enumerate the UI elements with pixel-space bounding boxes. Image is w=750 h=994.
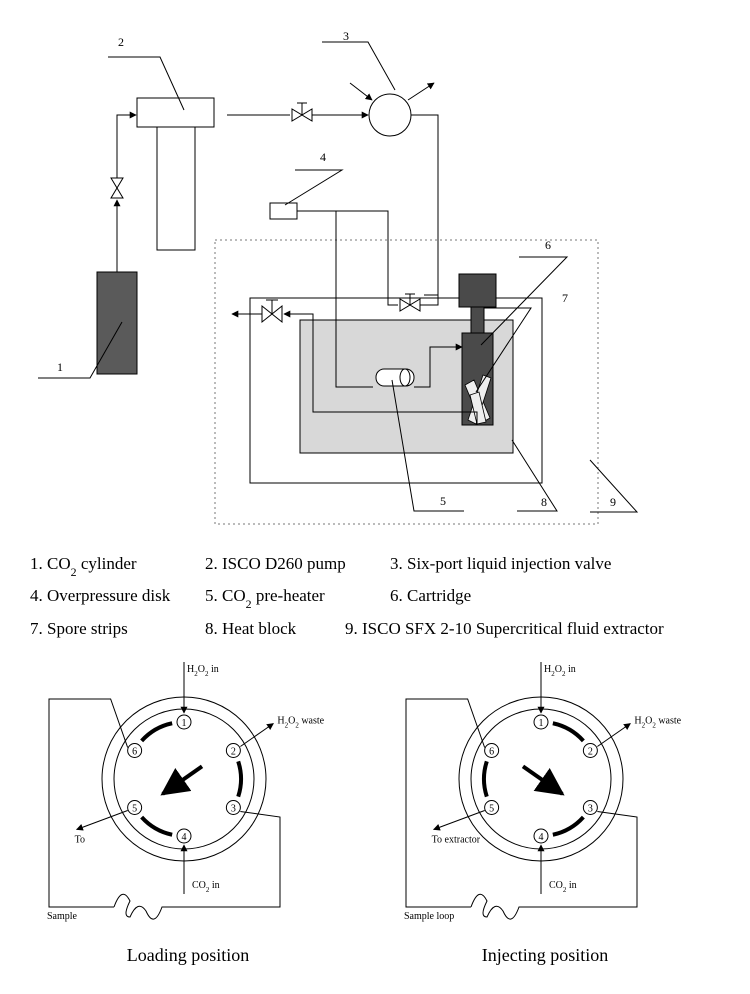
legend-item-8: 8. Heat block bbox=[205, 619, 297, 638]
sample-loop-line-left bbox=[48, 698, 129, 908]
port-2 bbox=[225, 743, 241, 758]
port-label-3: 3 bbox=[231, 804, 236, 815]
extractor-enclosure bbox=[214, 239, 599, 525]
legend-item-5: 5. CO2 pre-heater bbox=[205, 586, 325, 611]
sample-label: Sample bbox=[47, 911, 78, 922]
co2-cylinder bbox=[96, 271, 138, 375]
legend-item-3: 3. Six-port liquid injection valve bbox=[390, 554, 611, 573]
port-label-1: 1 bbox=[539, 718, 544, 729]
cylinder-valve-icon bbox=[110, 177, 124, 199]
h2o2-waste-line bbox=[597, 723, 631, 747]
callout-7: 7 bbox=[562, 291, 568, 305]
callout-8: 8 bbox=[541, 495, 547, 509]
h2o2-waste-line bbox=[240, 723, 274, 747]
legend-item-9: 9. ISCO SFX 2-10 Supercritical fluid ext… bbox=[345, 619, 664, 638]
flow-channel-arc bbox=[482, 760, 489, 798]
callout-3: 3 bbox=[343, 29, 349, 43]
to-extractor-line bbox=[432, 810, 485, 831]
sample-loop-coil bbox=[470, 811, 638, 920]
port-label-2: 2 bbox=[588, 747, 593, 758]
port-label-6: 6 bbox=[489, 747, 494, 758]
port-1 bbox=[176, 714, 192, 730]
co2-in-label: CO2 in bbox=[549, 880, 577, 894]
port-2 bbox=[582, 743, 598, 758]
injecting-caption: Injecting position bbox=[482, 945, 608, 965]
sample-loop-coil bbox=[113, 811, 281, 920]
port-label-4: 4 bbox=[539, 832, 544, 843]
port-6 bbox=[484, 743, 500, 758]
inlet-valve-icon bbox=[399, 293, 421, 312]
callout-leaders bbox=[38, 41, 639, 513]
callout-1: 1 bbox=[57, 360, 63, 374]
to-label: To bbox=[75, 835, 85, 846]
callout-5: 5 bbox=[440, 494, 446, 508]
callout-9: 9 bbox=[610, 495, 616, 509]
port-label-1: 1 bbox=[182, 718, 187, 729]
port-label-3: 3 bbox=[588, 804, 593, 815]
port-4 bbox=[176, 828, 192, 844]
cartridge-motor bbox=[458, 273, 497, 308]
extraction-system-schematic: 1 2 3 4 5 6 7 8 9 bbox=[38, 29, 639, 525]
port-label-2: 2 bbox=[231, 747, 236, 758]
callout-4: 4 bbox=[320, 150, 326, 164]
port-5 bbox=[127, 800, 143, 815]
callout-2: 2 bbox=[118, 35, 124, 49]
legend-item-4: 4. Overpressure disk bbox=[30, 586, 171, 605]
callout-6: 6 bbox=[545, 238, 551, 252]
port-3 bbox=[225, 800, 241, 815]
port-3 bbox=[582, 800, 598, 815]
port-5 bbox=[484, 800, 500, 815]
h2o2-in-label: H2O2 in bbox=[544, 664, 576, 678]
port-label-6: 6 bbox=[132, 747, 137, 758]
pump-line-valve-icon bbox=[291, 102, 313, 122]
legend-item-7: 7. Spore strips bbox=[30, 619, 128, 638]
port-label-5: 5 bbox=[132, 804, 137, 815]
flow-channel-arc bbox=[140, 815, 173, 837]
flow-channel-arc bbox=[236, 760, 243, 798]
port-label-5: 5 bbox=[489, 804, 494, 815]
flow-channel-arc bbox=[552, 721, 585, 743]
pump-head bbox=[136, 97, 215, 128]
h2o2-waste-label: H2O2 waste bbox=[277, 716, 324, 730]
port-1 bbox=[533, 714, 549, 730]
port-6 bbox=[127, 743, 143, 758]
overpressure-disk bbox=[269, 202, 298, 220]
sample-label: Sample loop bbox=[404, 911, 454, 922]
legend: 1. CO2 cylinder 2. ISCO D260 pump 3. Six… bbox=[30, 554, 664, 638]
rotation-arrow bbox=[160, 764, 204, 796]
legend-item-1: 1. CO2 cylinder bbox=[30, 554, 137, 579]
sample-loop-line-left bbox=[405, 698, 486, 908]
cartridge-stem bbox=[470, 306, 485, 334]
h2o2-waste-label: H2O2 waste bbox=[634, 716, 681, 730]
port-label-4: 4 bbox=[182, 832, 187, 843]
legend-item-2: 2. ISCO D260 pump bbox=[205, 554, 346, 573]
flow-channel-arc bbox=[140, 721, 173, 743]
rotation-arrow bbox=[521, 764, 565, 796]
flow-channel-arc bbox=[552, 815, 585, 837]
co2-in-label: CO2 in bbox=[192, 880, 220, 894]
to-extractor-line bbox=[75, 810, 128, 831]
injection-valve-icon bbox=[368, 93, 412, 137]
pump-body bbox=[156, 126, 196, 251]
port-4 bbox=[533, 828, 549, 844]
pre-heater-icon bbox=[375, 368, 415, 387]
h2o2-in-label: H2O2 in bbox=[187, 664, 219, 678]
to-label: To extractor bbox=[432, 835, 481, 846]
legend-item-6: 6. Cartridge bbox=[390, 586, 471, 605]
loading-caption: Loading position bbox=[127, 945, 250, 965]
outlet-valve-icon bbox=[261, 299, 283, 324]
